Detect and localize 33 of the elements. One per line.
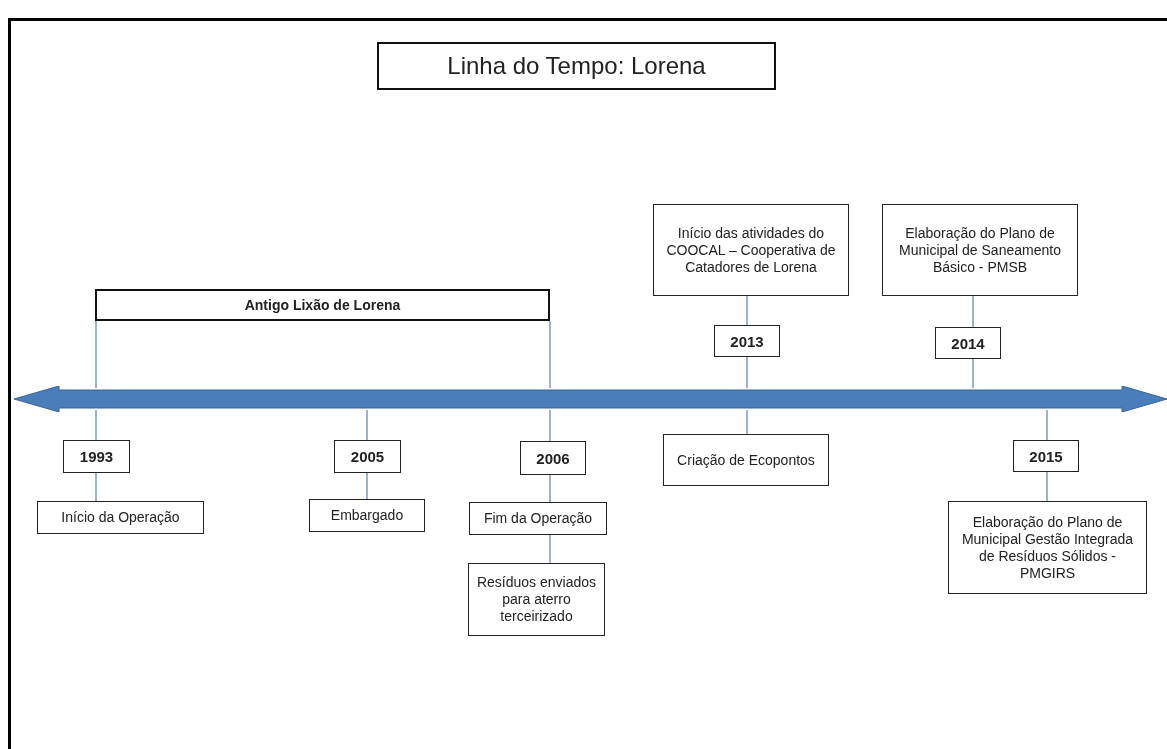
connector-line — [972, 358, 974, 389]
event-box: Resíduos enviados para aterro terceirizado — [468, 563, 605, 636]
connector-line — [366, 409, 368, 441]
connector-line — [549, 320, 551, 389]
event-box: Elaboração do Plano de Municipal de Saneamento Básico - PMSB — [882, 204, 1078, 296]
connector-line — [746, 409, 748, 435]
year-box: 2013 — [714, 325, 780, 357]
year-box: 2005 — [334, 440, 401, 473]
connector-line — [1046, 409, 1048, 441]
connector-line — [95, 409, 97, 441]
connector-line — [366, 472, 368, 500]
timeline-arrow — [14, 386, 1167, 412]
title-box: Linha do Tempo: Lorena — [377, 42, 776, 90]
connector-line — [95, 320, 97, 389]
connector-line — [549, 409, 551, 442]
event-box: Elaboração do Plano de Municipal Gestão Integrada de Resíduos Sólidos - PMGIRS — [948, 501, 1147, 594]
year-box: 2015 — [1013, 440, 1079, 472]
period-box: Antigo Lixão de Lorena — [95, 289, 550, 321]
connector-line — [746, 295, 748, 326]
year-box: 1993 — [63, 440, 130, 473]
connector-line — [549, 474, 551, 503]
connector-line — [1046, 471, 1048, 502]
event-box: Início das atividades do COOCAL – Cooperativa de Catadores de Lorena — [653, 204, 849, 296]
event-box: Início da Operação — [37, 501, 204, 534]
event-box: Criação de Ecopontos — [663, 434, 829, 486]
connector-line — [549, 534, 551, 564]
connector-line — [746, 356, 748, 389]
event-box: Embargado — [309, 499, 425, 532]
year-box: 2014 — [935, 327, 1001, 359]
connector-line — [972, 295, 974, 328]
connector-line — [95, 472, 97, 502]
event-box: Fim da Operação — [469, 502, 607, 535]
year-box: 2006 — [520, 441, 586, 475]
